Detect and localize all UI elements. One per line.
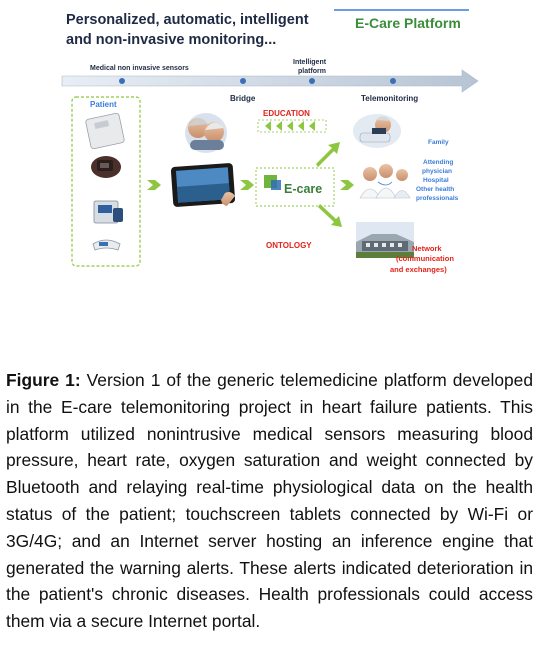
header-title-line1: Personalized, automatic, intelligent: [66, 12, 309, 28]
wrist-sensor-icon: [91, 156, 121, 178]
timeline-arrow: [61, 69, 479, 93]
network-label-line3: and exchanges): [390, 265, 447, 274]
oximeter-icon: [92, 239, 121, 251]
platform-label-line1: Intelligent: [293, 59, 327, 66]
e-care-platform-diagram: Personalized, automatic, intelligent and…: [61, 9, 479, 274]
tablet-icon: [170, 163, 236, 207]
ecare-platform-box: [255, 167, 335, 207]
other-professionals-label-line1: Other health: [416, 186, 454, 193]
arrow-patient-to-tablet: [147, 180, 161, 190]
platform-label-line2: platform: [298, 68, 326, 75]
timeline-dot-platform: [309, 78, 315, 84]
timeline-dot-bridge: [240, 78, 246, 84]
timeline-dot-sensors: [119, 78, 125, 84]
network-label-line2: (communication: [396, 254, 454, 263]
ecare-logo-icon: [264, 175, 281, 190]
telemonitoring-label: Telemonitoring: [361, 94, 418, 103]
family-label: Family: [428, 139, 449, 146]
elderly-couple-photo: [185, 113, 227, 153]
other-professionals-label-line2: professionals: [416, 195, 459, 202]
figure-caption: Figure 1: Version 1 of the generic telem…: [6, 367, 533, 635]
arrow-ecare-to-family: [316, 142, 340, 167]
ecare-logo-text: E-care: [284, 182, 322, 196]
blood-pressure-monitor-icon: [93, 200, 123, 224]
education-arrow: [257, 119, 327, 133]
family-photo: [353, 114, 401, 148]
arrow-ecare-to-professionals: [340, 180, 354, 190]
sensors-label: Medical non invasive sensors: [90, 65, 189, 72]
platform-title: E-Care Platform: [355, 15, 461, 31]
hospital-building-photo: [356, 222, 414, 258]
arrow-tablet-to-ecare: [240, 180, 254, 190]
network-label-line1: Network: [412, 244, 442, 253]
timeline-dot-telemonitoring: [390, 78, 396, 84]
ontology-label: ONTOLOGY: [266, 241, 312, 250]
patient-label: Patient: [90, 100, 117, 109]
attending-label-line2: physician: [422, 168, 452, 175]
header-title-line2: and non-invasive monitoring...: [66, 32, 276, 48]
arrow-ecare-to-network: [318, 204, 342, 227]
health-professionals-photo: [359, 164, 411, 199]
bridge-label: Bridge: [230, 94, 256, 103]
education-label: EDUCATION: [263, 109, 310, 118]
figure-caption-text: Version 1 of the generic telemedicine pl…: [6, 370, 534, 632]
scale-sensor-icon: [85, 112, 125, 150]
patient-panel: [71, 96, 141, 267]
attending-label-line1: Attending: [423, 159, 453, 166]
hospital-label: Hospital: [423, 177, 449, 184]
figure-caption-label: Figure 1:: [6, 370, 81, 390]
